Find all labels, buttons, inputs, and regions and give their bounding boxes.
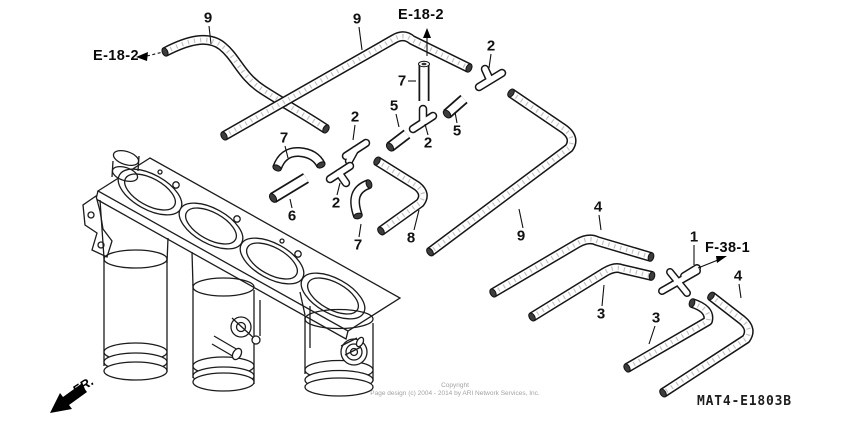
part-callout-4: 4 [593, 198, 603, 216]
t-joint-2-lower [325, 161, 355, 188]
hose-4-b [660, 292, 754, 398]
ref-label-e18-left: E-18-2 [93, 48, 139, 64]
part-callout-2: 2 [350, 108, 360, 126]
copyright-line-1: Copyright [441, 382, 469, 389]
part-callout-8: 8 [406, 229, 416, 247]
part-callout-5: 5 [452, 122, 462, 140]
reference-arrows [50, 28, 727, 413]
hose-9-left [162, 35, 329, 134]
part-callout-7: 7 [397, 72, 407, 90]
ref-label-e18-top: E-18-2 [398, 7, 444, 23]
tube-5-a [386, 129, 411, 152]
part-callout-9: 9 [516, 227, 526, 245]
diagram-code: MAT4-E1803B [697, 394, 792, 409]
hose-end-caps [161, 47, 715, 398]
tube-5-b [443, 94, 468, 119]
hose-9-middle [221, 31, 472, 141]
f38-arrowhead [716, 256, 727, 263]
part-callout-1: 1 [689, 228, 699, 246]
part-callout-6: 6 [287, 207, 297, 225]
copyright-line-2: Page design (c) 2004 - 2014 by ARI Netwo… [370, 390, 540, 397]
hose-3-b [624, 298, 714, 373]
hose-9-right [427, 88, 577, 257]
ref-label-f38-right: F-38-1 [705, 240, 751, 256]
throttle-body-drawing [82, 149, 402, 397]
part-callout-3: 3 [596, 305, 606, 323]
hose-7-arch [272, 146, 326, 170]
copyright-text: Copyright Page design (c) 2004 - 2014 by… [310, 382, 600, 398]
t-joint-2-upper-right [474, 64, 507, 92]
t-joint-2-mid-right [408, 104, 438, 134]
part-callout-9: 9 [203, 9, 213, 27]
hose-3-a [529, 263, 654, 322]
part-callout-2: 2 [331, 194, 341, 212]
part-callout-9: 9 [352, 10, 362, 28]
part-callout-2: 2 [486, 37, 496, 55]
fr-direction-arrow [50, 384, 87, 413]
hose-4-a [490, 234, 653, 298]
tube-6 [270, 173, 309, 203]
part-callout-3: 3 [651, 309, 661, 327]
t-joint-2-mid-left [341, 138, 371, 166]
part-callout-7: 7 [353, 236, 363, 254]
e18-left-arrowhead [136, 52, 148, 61]
hose-7-elbow [350, 179, 371, 218]
part-callout-5: 5 [389, 97, 399, 115]
callout-leader-lines [208, 25, 742, 345]
part-callout-2: 2 [423, 134, 433, 152]
hose-8 [374, 156, 428, 236]
cross-joint-1 [658, 264, 701, 297]
e18-top-arrowhead [423, 28, 431, 38]
part-callout-4: 4 [733, 267, 743, 285]
part-callout-7: 7 [279, 129, 289, 147]
